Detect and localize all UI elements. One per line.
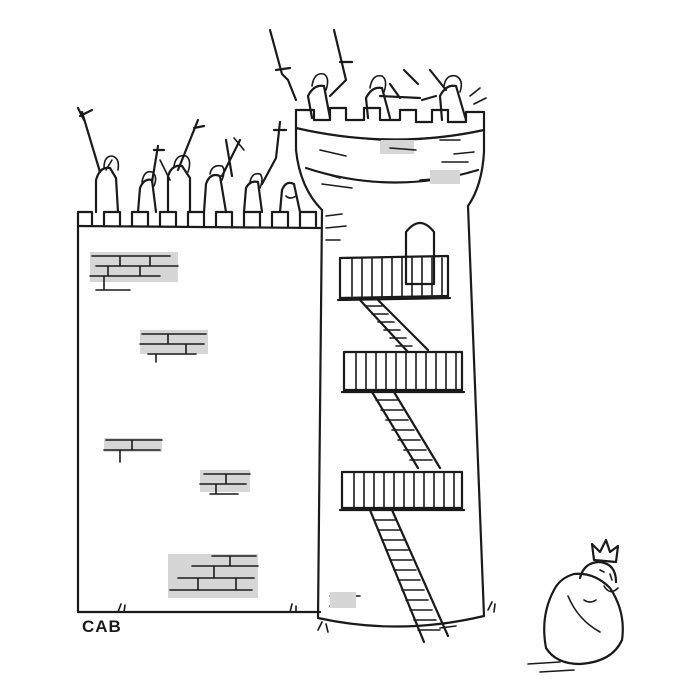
round-tower xyxy=(294,106,496,633)
soldier xyxy=(242,120,288,214)
soldier xyxy=(202,137,245,214)
artist-signature: CAB xyxy=(82,617,122,636)
soldier xyxy=(364,74,422,120)
soldier xyxy=(278,181,302,214)
soldier xyxy=(159,118,206,214)
soldier xyxy=(402,68,487,122)
soldier xyxy=(76,106,120,214)
balcony-top xyxy=(336,254,452,302)
tower-bricks xyxy=(311,135,475,608)
balcony-middle xyxy=(340,350,466,394)
castle-wall xyxy=(76,210,322,614)
fleeing-king-with-crown xyxy=(527,538,624,673)
soldier xyxy=(268,28,354,120)
soldier xyxy=(136,144,166,214)
sword-wielding-soldiers xyxy=(76,106,302,214)
wall-bricks xyxy=(89,252,259,598)
tower-soldiers xyxy=(268,28,487,122)
balcony-lower xyxy=(338,470,466,512)
tower-window xyxy=(404,221,436,286)
fire-escape-stairs xyxy=(336,254,466,644)
